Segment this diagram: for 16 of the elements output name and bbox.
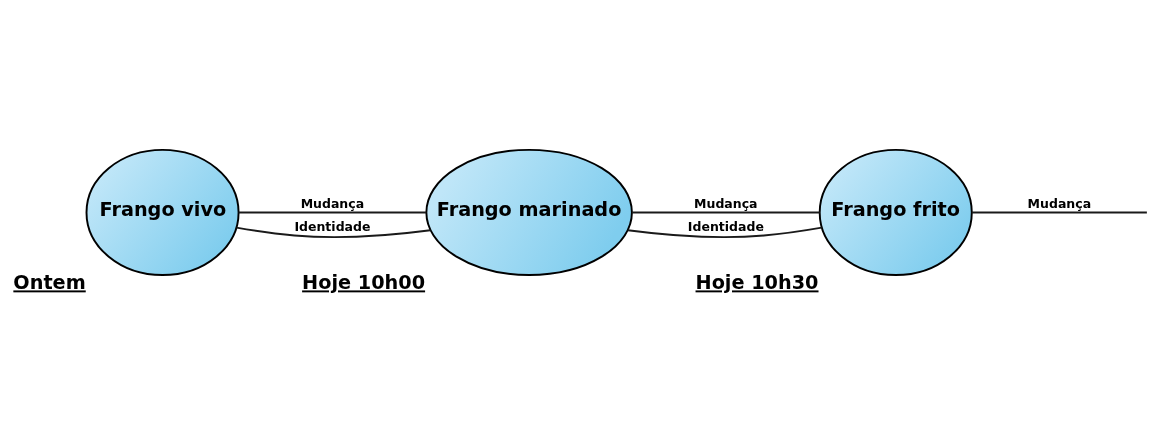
node-label: Hoje 10h30: [695, 271, 819, 295]
edge-label: Identidade: [294, 219, 371, 235]
connector: [631, 211, 821, 214]
connector: [626, 226, 823, 239]
node-ellipse: Frango vivo: [85, 148, 240, 276]
node-ellipse: Frango marinado: [425, 148, 633, 276]
node-ellipse: Frango frito: [818, 148, 973, 276]
edge-label: Mudança: [694, 195, 758, 211]
node-label: Hoje 10h00: [302, 271, 426, 295]
connector: [235, 226, 432, 239]
edge-label: Mudança: [1027, 195, 1092, 211]
node-label: Ontem: [13, 271, 86, 295]
edge-label: Mudança: [300, 195, 365, 211]
connector: [237, 211, 428, 214]
edge-label: Identidade: [687, 219, 764, 235]
connector: [970, 211, 1148, 214]
